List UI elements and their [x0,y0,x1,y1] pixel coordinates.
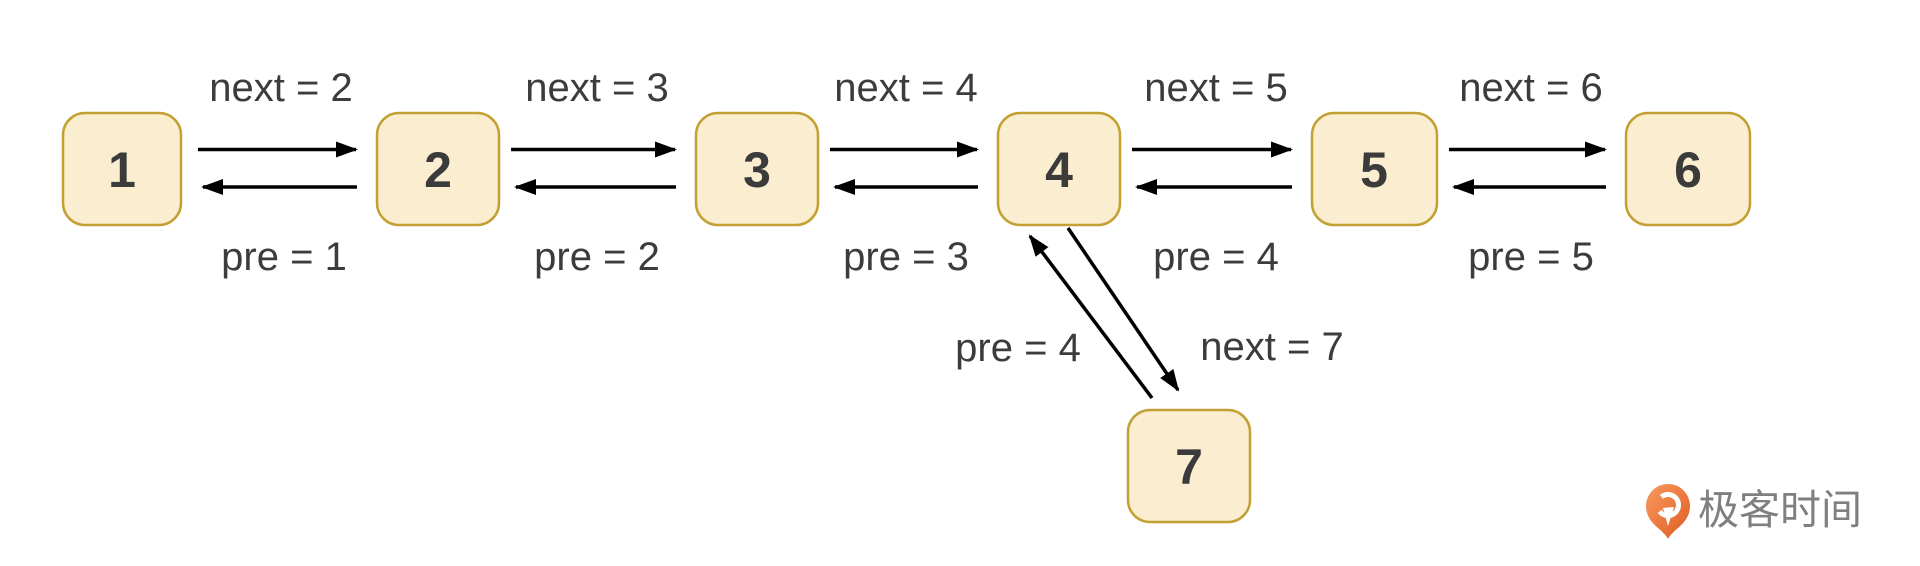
node-7-label: 7 [1175,439,1203,495]
next-label-4-5: next = 5 [1144,66,1287,110]
next-label-3-4: next = 4 [834,66,977,110]
pre-label-2-3: pre = 2 [534,235,660,279]
pre-label-1-2: pre = 1 [221,235,347,279]
insert-next-label: next = 7 [1200,325,1343,369]
next-label-1-2: next = 2 [209,66,352,110]
geektime-pin-icon [1646,484,1690,539]
geektime-logo: 极客时间 [1646,484,1862,539]
node-4-box [996,111,1122,227]
node-4-label: 4 [1045,142,1073,198]
node-7: 7 [1126,408,1252,524]
geektime-logo-text: 极客时间 [1698,487,1862,533]
node-3: 3 [694,111,820,227]
node-2: 2 [375,111,501,227]
node-3-box [694,111,820,227]
node-1-box [61,111,183,227]
node-1-label: 1 [108,142,136,198]
node-5: 5 [1310,111,1439,227]
node-2-label: 2 [424,142,452,198]
insert-next-arrow-4-7 [1066,227,1180,392]
node-1: 1 [61,111,183,227]
next-label-2-3: next = 3 [525,66,668,110]
insert-pre-label: pre = 4 [955,326,1081,370]
insert-pre-arrow-7-4 [1028,234,1154,400]
node-6-label: 6 [1674,142,1702,198]
pre-label-5-6: pre = 5 [1468,235,1594,279]
node-4: 4 [996,111,1122,227]
node-3-label: 3 [743,142,771,198]
pre-label-4-5: pre = 4 [1153,235,1279,279]
node-5-label: 5 [1360,142,1388,198]
node-7-box [1126,408,1252,524]
node-2-box [375,111,501,227]
next-label-5-6: next = 6 [1459,66,1602,110]
node-6-box [1624,111,1752,227]
node-5-box [1310,111,1439,227]
node-6: 6 [1624,111,1752,227]
pre-label-3-4: pre = 3 [843,235,969,279]
